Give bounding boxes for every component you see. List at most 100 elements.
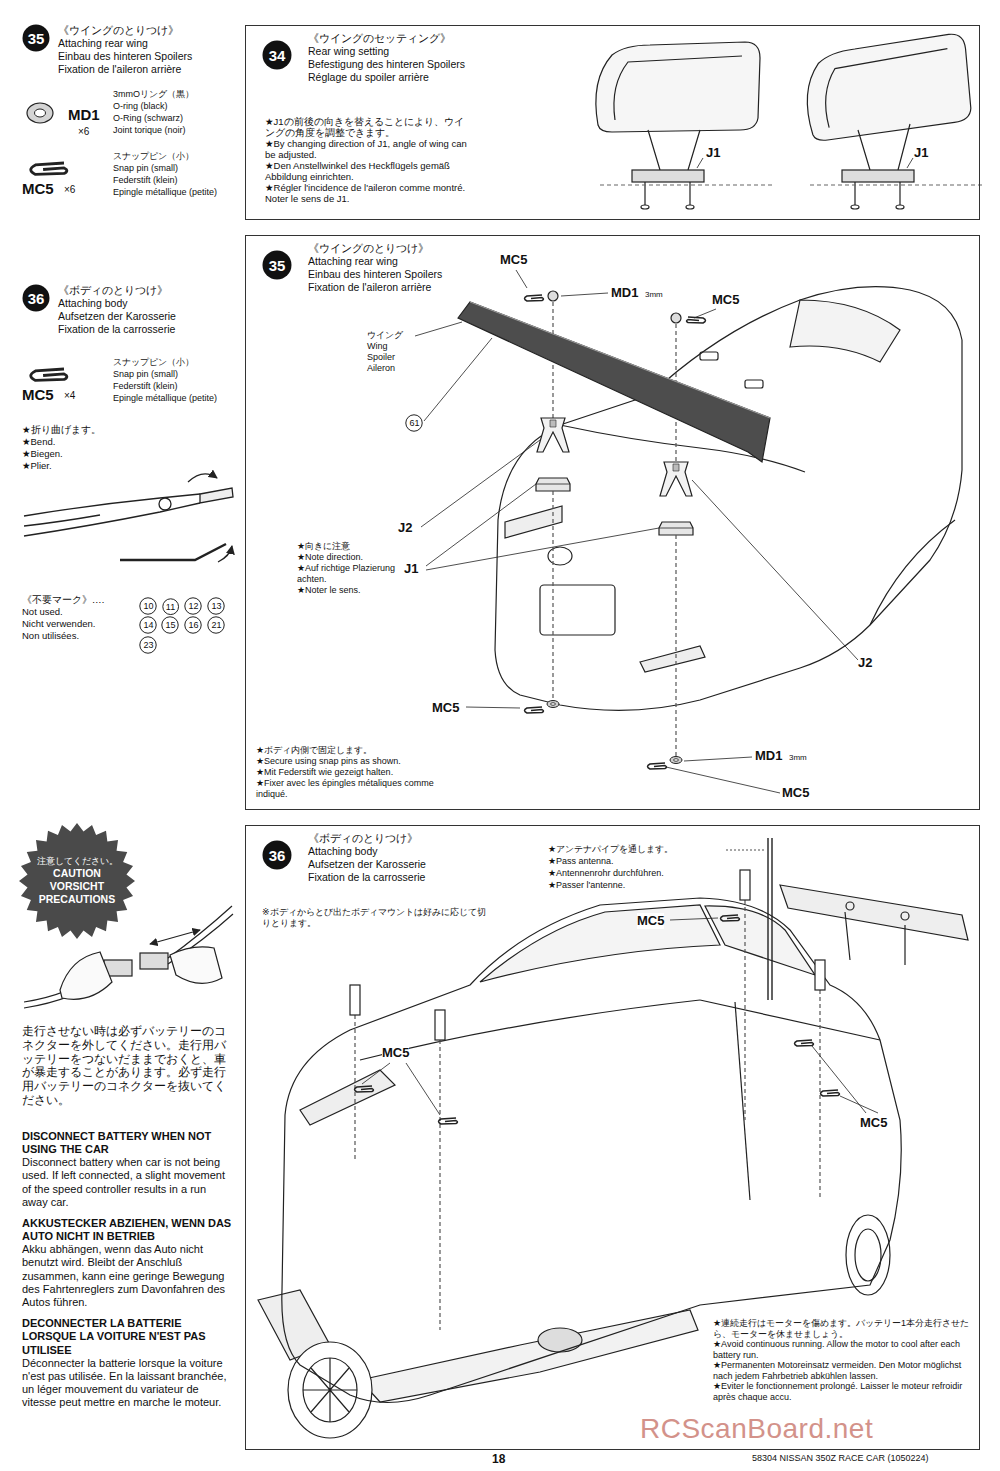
number-circle [208, 598, 224, 614]
text-group: ★J1の前後の向きを替えることにより、ウイングの角度を調整できます。★By ch… [265, 116, 470, 204]
number-text: 61 [409, 419, 419, 428]
body-mount-parts [815, 960, 825, 990]
pliers-illustration [24, 503, 200, 536]
pliers-illustration [24, 515, 100, 526]
step-heading: Attaching body [308, 845, 426, 858]
number-circle [406, 415, 422, 431]
rear-wing-parts [659, 522, 693, 535]
note: Nicht verwenden. [22, 618, 137, 630]
note: Not used. [22, 606, 137, 618]
car-rear-illustration [745, 380, 763, 388]
rear-wing-parts [536, 478, 570, 491]
text-block: 注意してください。CAUTIONVORSICHTPRECAUTIONS [37, 856, 118, 906]
rear-wing-parts [458, 291, 770, 769]
step-number: 35 [22, 24, 50, 52]
number-circle [162, 617, 178, 633]
rear-wing-parts [537, 418, 569, 452]
part-name: 3mmOリング（黒） [113, 88, 241, 100]
note: ★折り曲げます。 [22, 424, 142, 436]
part-number: 23 [139, 636, 157, 654]
caution-badge: 注意してください。CAUTIONVORSICHTPRECAUTIONS [18, 822, 136, 940]
step-number: 36 [262, 840, 292, 870]
rear-wing-parts [670, 757, 682, 764]
wing-setting-illustration [614, 56, 742, 120]
wing-setting-illustration [596, 42, 760, 132]
text-group: 《ウイングのとりつけ》Attaching rear wingEinbau des… [58, 24, 238, 76]
note: ★Fixer avec les épingles métaliques comm… [256, 778, 446, 800]
part-name: スナップピン（小） [113, 356, 241, 368]
number-text: 36 [28, 291, 45, 306]
part-code: J1 [914, 145, 928, 161]
leader-line [812, 1046, 866, 1113]
part-name: Joint torique (noir) [113, 124, 241, 136]
text-group: 3mmOリング（黒）O-ring (black)O-Ring (schwarz)… [113, 88, 241, 136]
car-rear-illustration [870, 520, 955, 625]
car-rear-illustration [700, 352, 718, 360]
leader-line [424, 338, 492, 421]
step-heading: Fixation de l'aileron arrière [58, 63, 238, 76]
step-heading: Réglage du spoiler arrière [308, 71, 465, 84]
body-mount-parts [355, 900, 820, 1330]
number-circle [185, 617, 201, 633]
step-heading: Rear wing setting [308, 45, 465, 58]
step-heading: Befestigung des hinteren Spoilers [308, 58, 465, 71]
text-block: 《ウイングのセッティング》Rear wing settingBefestigun… [308, 32, 465, 84]
part-name: Snap pin (small) [113, 368, 241, 380]
caution-text: Déconnecter la batterie lorsque la voitu… [22, 1357, 234, 1410]
caution-text: 注意してください。 [37, 856, 118, 867]
note: ★Note direction. [297, 552, 397, 563]
part-name: ウイング [367, 330, 413, 341]
step-heading: Fixation de la carrosserie [308, 871, 426, 884]
note: ★Antennenrohr durchführen. [548, 867, 723, 879]
note: ★Régler l'incidence de l'aileron comme m… [265, 182, 470, 204]
chassis-illustration [303, 1358, 357, 1422]
number-circle [163, 599, 179, 615]
part-name: Federstift (klein) [113, 174, 241, 186]
note: ★Pass antenna. [548, 855, 723, 867]
number-text: 35 [28, 31, 45, 46]
leader-line [684, 757, 752, 761]
part-code: MC5 [432, 700, 459, 716]
text-block: 23 [143, 641, 153, 650]
part-code: MC5 [382, 1045, 409, 1061]
part-code: MC5 [712, 292, 739, 308]
rear-wing-parts [458, 302, 770, 462]
step-heading: Attaching body [58, 297, 238, 310]
note: ★Noter le sens. [297, 585, 397, 596]
part-name: O-Ring (schwarz) [113, 112, 241, 124]
watermark: RCScanBoard.net [640, 1412, 873, 1446]
text-block: 61 [409, 419, 419, 428]
battery-connector-illustration [60, 952, 112, 999]
snap-pin-icon [31, 369, 67, 380]
part-name: Epingle métallique (petite) [113, 186, 241, 198]
rear-wing-parts [470, 302, 770, 418]
number-circle [185, 598, 201, 614]
step-number: 34 [262, 40, 292, 70]
note: ★Permanenten Motoreinsatz vermeiden. Den… [713, 1360, 971, 1381]
step-heading: 《ボディのとりつけ》 [58, 284, 238, 297]
chassis-illustration [303, 1358, 357, 1422]
text-block: 《ウイングのとりつけ》Attaching rear wingEinbau des… [308, 242, 442, 294]
wing-setting-illustration [801, 33, 975, 142]
part-number: 14 [139, 616, 157, 634]
part-code: MC5 [782, 785, 809, 801]
number-circle [140, 617, 156, 633]
text-group: ★折り曲げます。★Bend.★Biegen.★Plier. [22, 424, 142, 472]
body-mount-parts [740, 870, 750, 900]
wing-setting-illustration [632, 170, 704, 182]
body-mount-parts [768, 838, 772, 1000]
number-text: 16 [188, 621, 198, 630]
step-heading: 《ボディのとりつけ》 [308, 832, 426, 845]
number-circle [208, 617, 224, 633]
wing-setting-illustration [801, 33, 975, 142]
pliers-illustration [218, 546, 232, 562]
part-code: MC5 [500, 252, 527, 268]
wing-setting-illustration [596, 33, 982, 209]
part-code: J2 [858, 655, 872, 671]
rear-wing-parts [525, 295, 544, 301]
step-number: 35 [262, 250, 292, 280]
note: ★Eviter le fonctionnement prolongé. Lais… [713, 1381, 971, 1402]
leader-line [561, 293, 608, 296]
leader-line [426, 528, 659, 570]
pliers-illustration [200, 488, 233, 503]
